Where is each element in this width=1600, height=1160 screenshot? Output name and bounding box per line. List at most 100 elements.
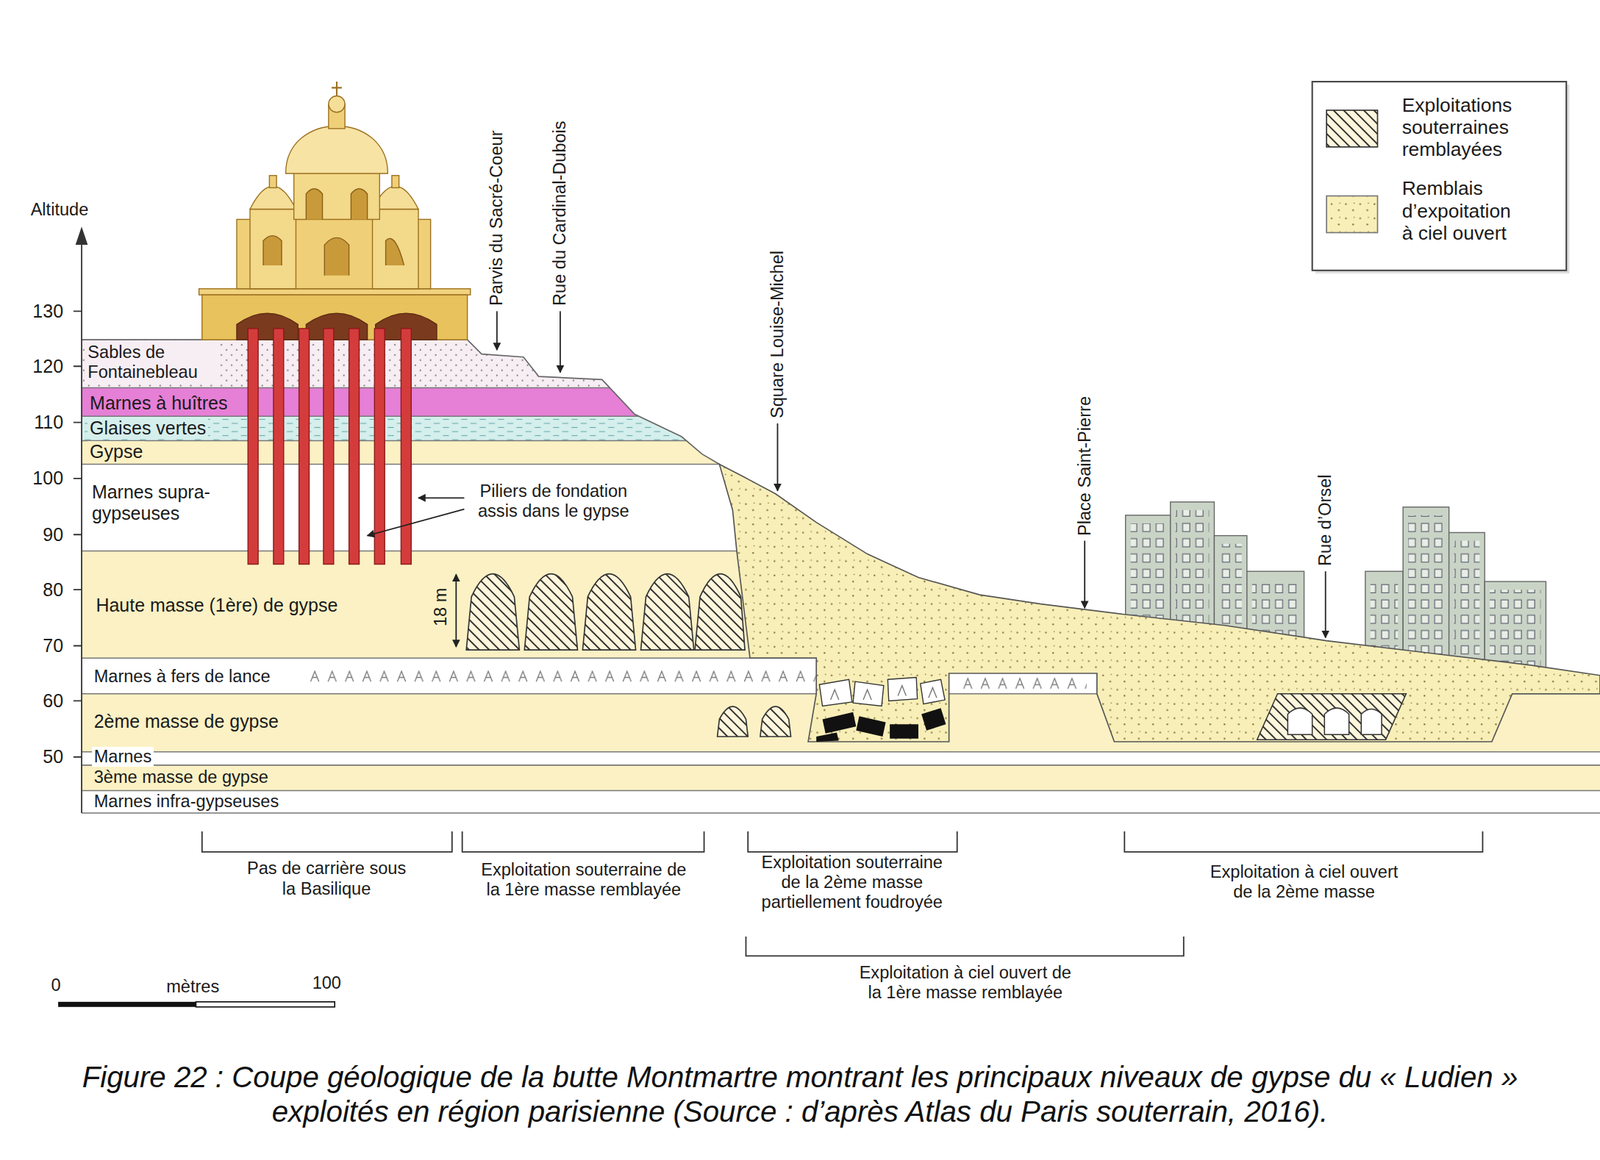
zone-label: Exploitation souterraine de la 2ème mass…	[755, 852, 950, 913]
pillar	[374, 328, 385, 565]
layer-label: Sables de Fontainebleau	[86, 342, 218, 383]
gallery	[466, 574, 520, 650]
layer-label: 3ème masse de gypse	[91, 767, 271, 788]
street-label: Square Louise-Michel	[767, 250, 788, 419]
bracket	[745, 936, 1184, 956]
layer-label: Glaises vertes	[87, 417, 209, 439]
layer-label: Gypse	[87, 441, 145, 463]
axis-title: Altitude	[30, 200, 89, 220]
open-pit-backfill	[719, 463, 1600, 742]
rubble-block	[816, 708, 946, 742]
axis-tick-label: 120	[32, 355, 64, 378]
legend-box	[1312, 81, 1570, 274]
marl-layer	[81, 752, 1600, 766]
gallery	[760, 706, 792, 737]
axis-arrow	[75, 226, 89, 245]
street-pointer	[777, 423, 779, 492]
legend-swatch	[1326, 196, 1378, 234]
gallery	[694, 574, 745, 650]
structure-arch	[1287, 708, 1382, 735]
collapsed-rubble	[816, 677, 946, 742]
backfilled-galleries	[466, 574, 791, 737]
street-label: Rue du Cardinal-Dubois	[550, 121, 570, 307]
zone-brackets	[202, 831, 1484, 956]
gallery	[641, 574, 695, 650]
gallery	[582, 574, 636, 650]
street-label: Place Saint-Pierre	[1075, 396, 1095, 537]
altitude-axis	[73, 226, 88, 814]
basilica-cross	[331, 81, 342, 96]
pillar	[247, 328, 259, 565]
marl-layer	[81, 791, 1600, 814]
layer-label: Marnes	[91, 747, 154, 767]
backfilled-structure	[1257, 694, 1407, 740]
basilica-part	[391, 175, 400, 189]
gallery	[524, 574, 578, 650]
axis-tick-label: 60	[42, 690, 64, 712]
basilica-part	[202, 294, 468, 340]
gallery	[717, 706, 749, 737]
pillar	[400, 328, 412, 565]
basilica-part	[269, 175, 277, 189]
dimension-label: 18 m	[430, 588, 451, 627]
figure-caption: Figure 22 : Coupe géologique de la butte…	[60, 1061, 1540, 1130]
open-pit-structure	[1257, 694, 1407, 740]
legend-frame	[1312, 81, 1567, 271]
pillar	[323, 328, 334, 565]
dimension-arrow	[455, 574, 457, 648]
bracket	[202, 831, 453, 853]
scale-label: mètres	[166, 977, 220, 998]
layer-label: 2ème masse de gypse	[91, 711, 281, 733]
axis-tick-label: 80	[42, 579, 64, 601]
scale-bar	[58, 1002, 335, 1008]
rubble-block	[819, 677, 945, 707]
pillar	[273, 328, 284, 565]
layer-label: Marnes à huîtres	[87, 392, 230, 414]
pillar	[349, 328, 360, 565]
leader-line	[418, 497, 464, 499]
fossil-symbols	[305, 669, 817, 684]
fossil-symbols	[830, 686, 937, 700]
axis-tick-label: 50	[42, 746, 64, 768]
basilica-dome	[286, 125, 389, 174]
axis-tick-label: 100	[32, 467, 64, 489]
pillar	[299, 328, 310, 565]
basilica-part	[328, 96, 345, 113]
axis-tick-label: 130	[32, 300, 64, 323]
callout-label: Piliers de fondation assis dans le gypse	[469, 481, 638, 522]
basilica-part	[199, 288, 471, 295]
scale-label: 0	[50, 975, 61, 996]
layer-label: Marnes infra-gypseuses	[91, 791, 281, 812]
axis-tick-label: 110	[33, 411, 64, 434]
pointer-arrows	[367, 311, 1326, 648]
scale-segment	[195, 1002, 335, 1008]
legend-swatch	[1326, 110, 1378, 148]
scale-label: 100	[312, 973, 342, 994]
fossil-symbols	[958, 676, 1087, 691]
legend-text: Remblais d’expoitation à ciel ouvert	[1402, 177, 1520, 245]
zone-label: Exploitation à ciel ouvert de la 1ère ma…	[855, 963, 1075, 1003]
basilica-window	[263, 188, 405, 276]
bracket	[1124, 831, 1483, 853]
bracket	[462, 831, 705, 853]
street-pointer	[1325, 571, 1327, 638]
street-label: Rue d’Orsel	[1315, 475, 1336, 567]
layer-label: Marnes à fers de lance	[91, 666, 273, 687]
street-pointer	[496, 311, 498, 350]
scale-segment	[58, 1002, 196, 1008]
zone-label: Exploitation à ciel ouvert de la 2ème ma…	[1204, 862, 1404, 903]
basilica	[199, 81, 471, 340]
axis-line	[73, 241, 82, 814]
layer-label: Haute masse (1ère) de gypse	[94, 594, 340, 617]
street-pointer	[559, 311, 562, 373]
axis-tick-label: 90	[42, 524, 64, 546]
street-label: Parvis du Sacré-Coeur	[486, 130, 507, 307]
axis-tick-label: 70	[42, 635, 64, 657]
layer-label: Marnes supra-gypseuses	[89, 481, 232, 524]
leader-line	[367, 509, 465, 537]
zone-label: Exploitation souterraine de la 1ère mass…	[474, 860, 694, 900]
foundation-pillars	[247, 328, 412, 565]
gypsum-layer	[81, 765, 1600, 792]
zone-label: Pas de carrière sous la Basilique	[241, 858, 413, 899]
